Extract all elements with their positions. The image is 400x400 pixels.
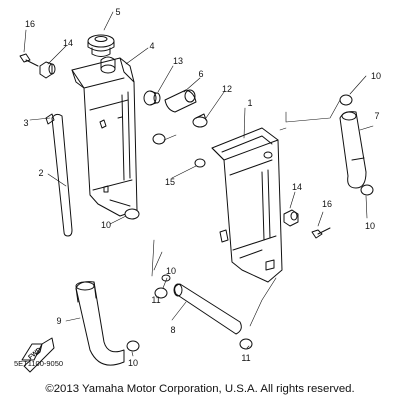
callout-14: 14 <box>62 38 74 48</box>
right-radiator <box>211 127 283 283</box>
leader-lines <box>23 11 374 357</box>
callout-13: 13 <box>172 56 184 66</box>
callout-16: 16 <box>321 199 333 209</box>
callout-2: 2 <box>38 168 44 178</box>
right-upper-hose <box>339 94 374 196</box>
callout-11: 11 <box>151 295 161 305</box>
copyright-notice: ©2013 Yamaha Motor Corporation, U.S.A. A… <box>45 383 355 395</box>
center-hose <box>173 283 242 335</box>
callout-1: 1 <box>247 98 253 108</box>
callout-10: 10 <box>127 358 139 368</box>
pipe-and-hose <box>143 89 197 113</box>
overflow-tube <box>45 113 73 237</box>
callout-10: 10 <box>364 221 376 231</box>
callout-5: 5 <box>115 7 121 17</box>
left-lower-hose <box>75 281 140 366</box>
callout-10: 10 <box>370 71 382 81</box>
callout-9: 9 <box>56 316 62 326</box>
bolts-and-grommets <box>19 53 331 239</box>
callout-6: 6 <box>198 69 204 79</box>
callout-12: 12 <box>221 84 233 94</box>
hose-clamp <box>192 113 208 128</box>
callout-7: 7 <box>374 111 380 121</box>
callout-3: 3 <box>23 118 29 128</box>
callout-16: 16 <box>24 19 36 29</box>
callout-4: 4 <box>149 41 155 51</box>
diagram-part-number: 5ET1100-9050 <box>14 359 64 368</box>
left-radiator <box>71 56 138 217</box>
callout-15: 15 <box>164 177 176 187</box>
radiator-cap <box>87 34 115 57</box>
callout-10: 10 <box>165 266 177 276</box>
forward-arrow-icon: FWD <box>21 337 55 373</box>
callout-14: 14 <box>291 182 303 192</box>
callout-10: 10 <box>100 220 112 230</box>
callout-8: 8 <box>170 325 176 335</box>
callout-11: 11 <box>241 353 251 363</box>
